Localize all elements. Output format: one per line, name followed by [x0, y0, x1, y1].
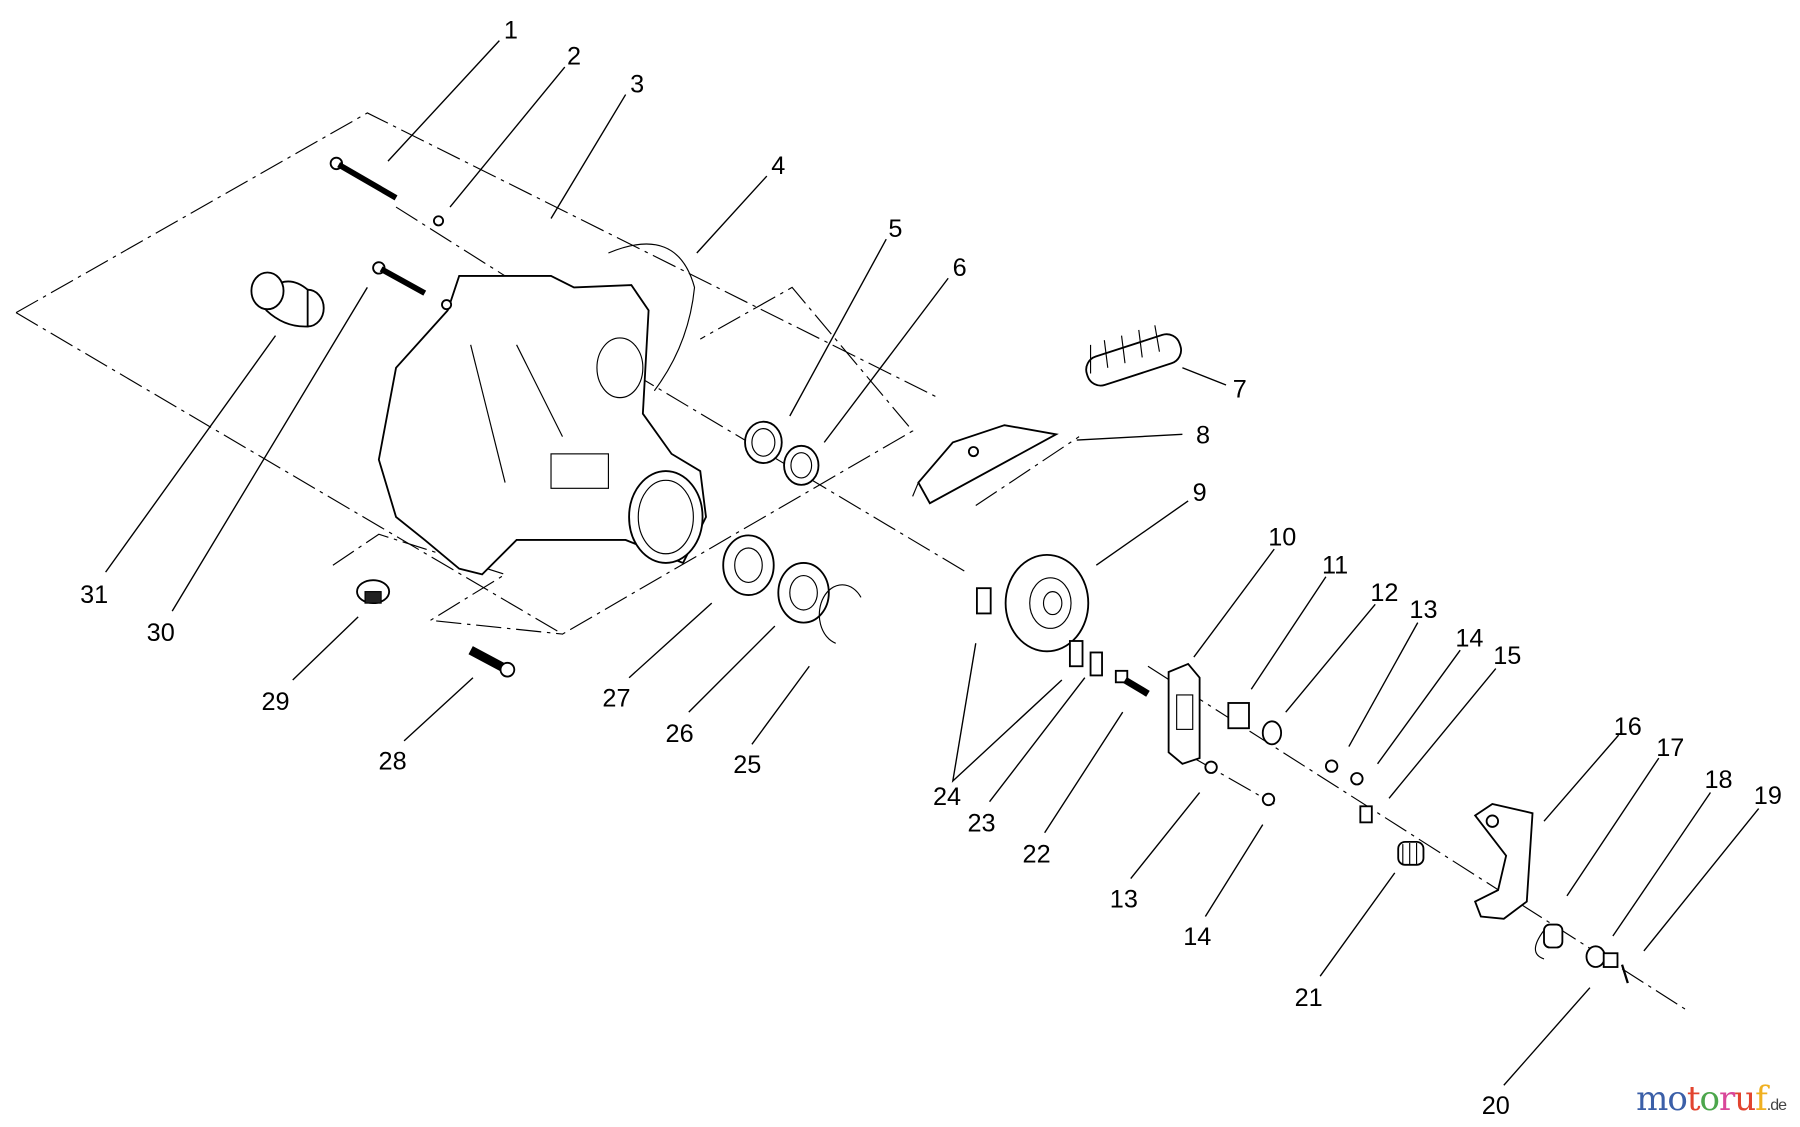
callout-8: 8 — [1196, 422, 1210, 450]
callout-13b: 13 — [1110, 885, 1138, 913]
gasket-4 — [608, 243, 696, 392]
washer-22 — [1089, 651, 1103, 677]
bushing-31 — [250, 271, 325, 328]
washer-18 — [1585, 945, 1606, 968]
washer-13 — [1324, 759, 1339, 773]
spring-17 — [1534, 923, 1564, 960]
callout-9: 9 — [1193, 479, 1207, 507]
spring-21 — [1397, 840, 1425, 866]
callout-19: 19 — [1754, 782, 1782, 810]
callout-31: 31 — [80, 581, 108, 609]
washer-12 — [1261, 720, 1283, 746]
callout-20: 20 — [1482, 1092, 1510, 1120]
callout-24: 24 — [933, 783, 961, 811]
key-23 — [1068, 640, 1084, 668]
callout-7: 7 — [1233, 376, 1247, 404]
logo-letter: m — [1636, 1079, 1668, 1119]
callout-3: 3 — [630, 70, 644, 98]
lever-16 — [1473, 803, 1534, 920]
logo-letter: t — [1686, 1079, 1701, 1119]
callout-10: 10 — [1268, 524, 1296, 552]
logo-letter: u — [1734, 1079, 1756, 1119]
callout-28: 28 — [379, 748, 407, 776]
nut-14 — [1350, 772, 1364, 786]
housing — [377, 275, 707, 576]
callout-14: 14 — [1455, 625, 1483, 653]
callout-17: 17 — [1656, 734, 1684, 762]
callout-21: 21 — [1295, 984, 1323, 1012]
nut-20 — [1602, 952, 1619, 968]
bolt-22 — [1114, 669, 1150, 697]
plate-10 — [1167, 662, 1201, 765]
screw-1 — [329, 156, 398, 201]
callout-13: 13 — [1409, 596, 1437, 624]
pin-15 — [1359, 805, 1373, 824]
callout-5: 5 — [888, 215, 902, 243]
callout-2: 2 — [567, 43, 581, 71]
callout-12: 12 — [1370, 579, 1398, 607]
seal-6 — [783, 444, 820, 486]
leader-lines — [105, 40, 1760, 1086]
callout-23: 23 — [967, 810, 995, 838]
bearing-26 — [777, 562, 830, 624]
callout-labels: 1 2 3 4 5 6 7 8 9 10 11 12 13 14 15 16 1… — [80, 16, 1782, 1120]
callout-30: 30 — [147, 619, 175, 647]
screw-30 — [372, 261, 427, 296]
bearing-27 — [722, 534, 775, 596]
callout-14b: 14 — [1183, 923, 1211, 951]
cotter-pin-19 — [1620, 964, 1629, 984]
callout-25: 25 — [733, 751, 761, 779]
callout-29: 29 — [261, 688, 289, 716]
callout-26: 26 — [666, 720, 694, 748]
assembly-lines — [15, 112, 1688, 1012]
bracket-8 — [912, 424, 1059, 505]
pulley-9 — [1004, 553, 1090, 653]
spring-7 — [1085, 325, 1182, 387]
bearing-5 — [744, 420, 783, 464]
logo-letter: r — [1718, 1079, 1735, 1119]
callout-22: 22 — [1023, 841, 1051, 869]
logo-letter: f — [1755, 1079, 1768, 1119]
logo-letter: o — [1699, 1079, 1721, 1119]
callout-11: 11 — [1322, 551, 1348, 579]
callout-1: 1 — [504, 16, 518, 44]
logo-letter: o — [1667, 1079, 1688, 1119]
bolt-28 — [468, 646, 516, 678]
watermark-logo: motoruf.de — [1636, 1079, 1787, 1119]
callout-27: 27 — [602, 684, 630, 712]
callout-4: 4 — [771, 152, 785, 180]
nut-2 — [433, 215, 445, 227]
callout-15: 15 — [1493, 642, 1521, 670]
plug-29 — [356, 579, 391, 605]
nut-14b — [1261, 792, 1276, 807]
callout-6: 6 — [953, 254, 967, 282]
key-24 — [975, 587, 992, 615]
callout-18: 18 — [1704, 766, 1732, 794]
logo-suffix: .de — [1766, 1097, 1787, 1114]
spacer-11 — [1227, 702, 1250, 730]
retaining-ring-25 — [818, 584, 862, 644]
washer-13b — [1204, 760, 1218, 774]
nut-30 — [441, 299, 453, 311]
callout-16: 16 — [1614, 713, 1642, 741]
